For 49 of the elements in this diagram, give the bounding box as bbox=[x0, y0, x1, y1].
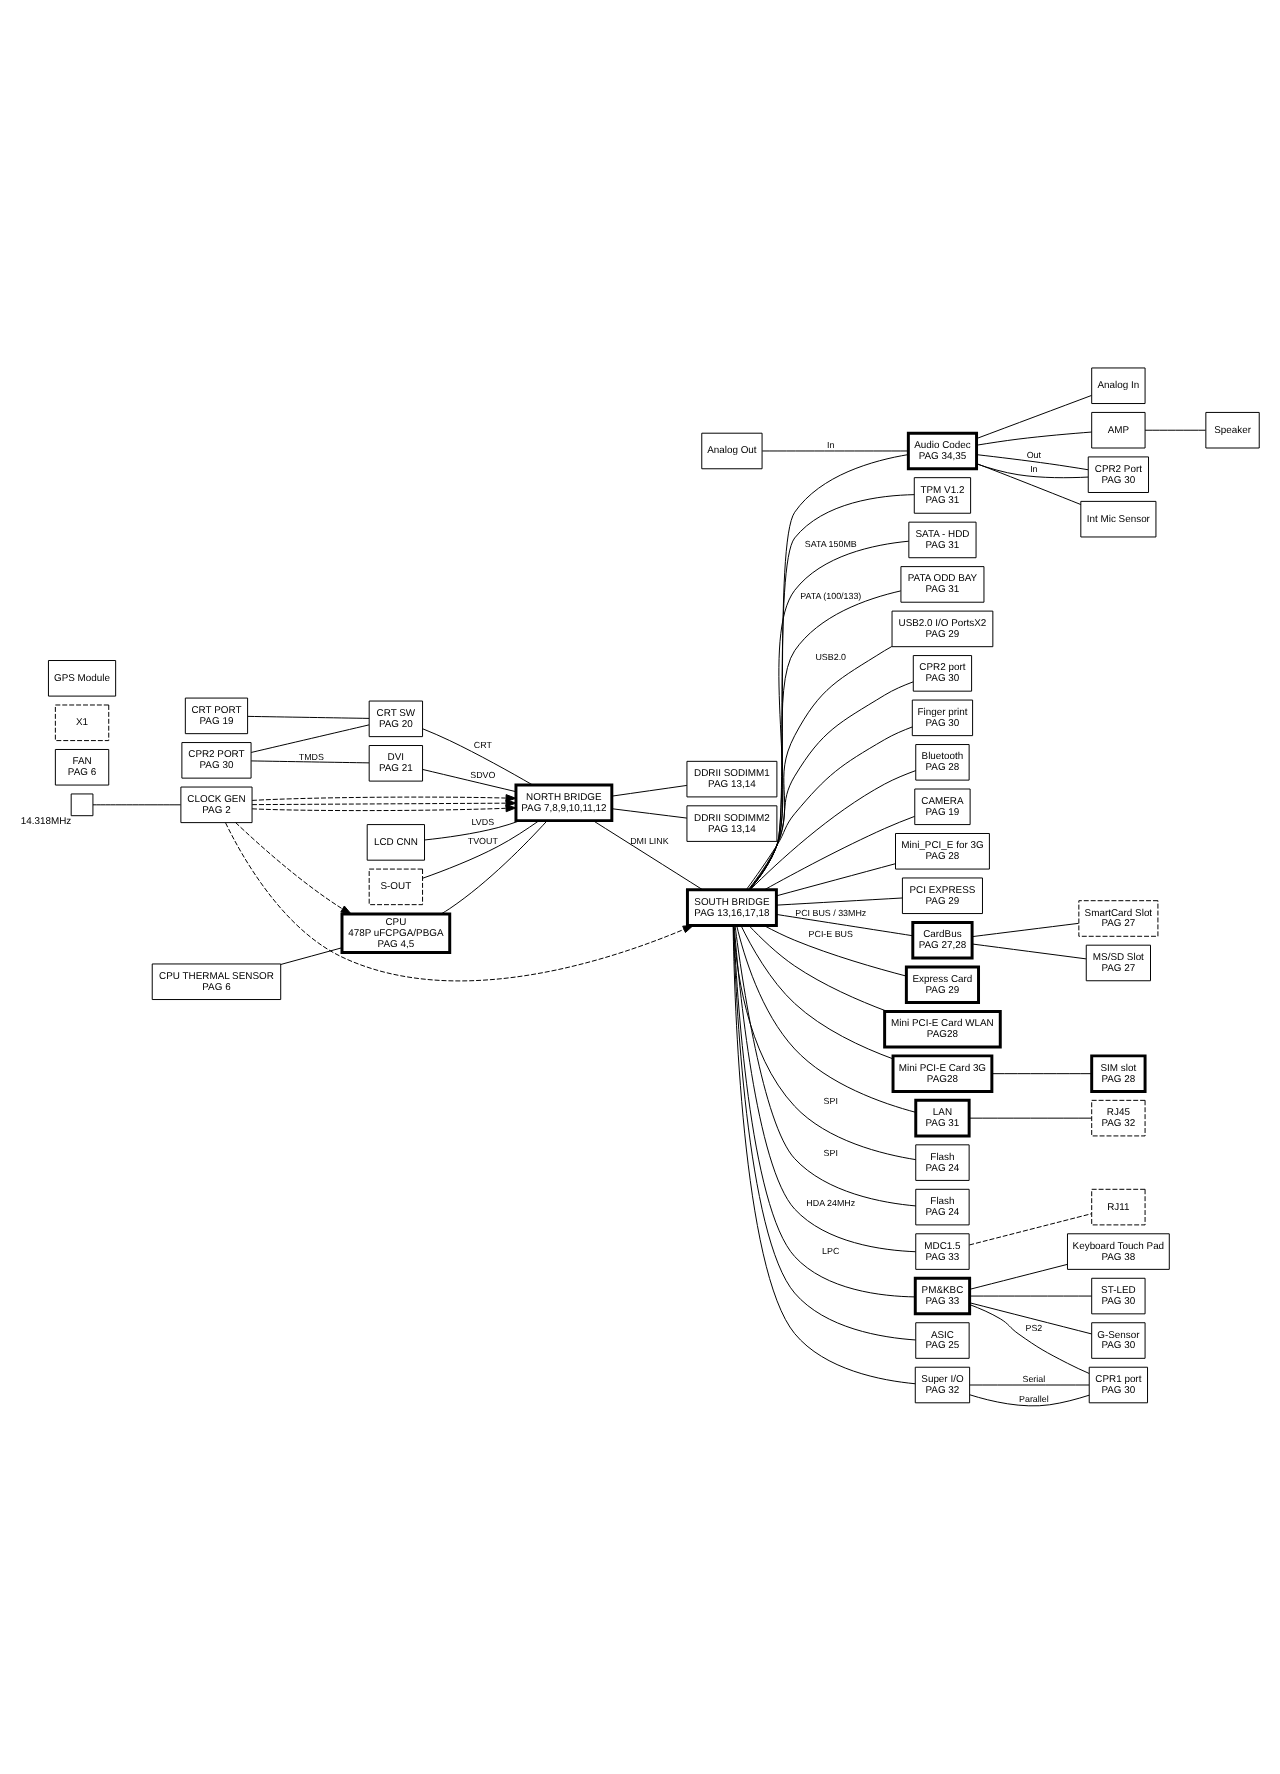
connector bbox=[776, 897, 903, 906]
arrow bbox=[251, 799, 517, 808]
connector bbox=[740, 924, 894, 1060]
arrow bbox=[235, 822, 352, 915]
connector bbox=[611, 808, 688, 819]
connector bbox=[976, 431, 1093, 446]
connector bbox=[250, 760, 370, 764]
connector bbox=[749, 770, 917, 890]
connector bbox=[250, 724, 370, 753]
connector bbox=[969, 1263, 1068, 1290]
connector bbox=[611, 784, 688, 797]
connector bbox=[976, 463, 1082, 505]
connector bbox=[424, 820, 521, 841]
connector bbox=[764, 815, 916, 891]
connector bbox=[976, 454, 1089, 471]
connector bbox=[969, 1304, 1090, 1374]
arrow bbox=[251, 804, 517, 813]
connector bbox=[976, 463, 1089, 479]
connector bbox=[969, 1117, 1092, 1119]
connector bbox=[422, 820, 540, 879]
connector bbox=[776, 913, 913, 937]
connector bbox=[969, 1394, 1090, 1407]
connector bbox=[592, 820, 703, 891]
connector bbox=[761, 450, 909, 452]
node-box bbox=[70, 793, 94, 817]
connector bbox=[976, 394, 1092, 440]
connector bbox=[776, 863, 896, 897]
connector bbox=[736, 925, 917, 1113]
connector bbox=[92, 804, 182, 806]
connector bbox=[247, 715, 370, 719]
connector bbox=[969, 1295, 1093, 1297]
connector bbox=[745, 726, 913, 891]
connector bbox=[971, 943, 1087, 960]
connector bbox=[971, 922, 1080, 938]
arrow bbox=[251, 794, 517, 803]
connector bbox=[763, 925, 907, 977]
connector bbox=[747, 681, 914, 891]
connector bbox=[440, 820, 548, 915]
connector bbox=[1144, 429, 1207, 431]
connector bbox=[969, 1302, 1093, 1335]
connector bbox=[991, 1073, 1092, 1075]
arrow bbox=[225, 822, 694, 982]
connector bbox=[969, 1384, 1090, 1386]
connector bbox=[422, 769, 517, 793]
connector bbox=[732, 925, 917, 1161]
connector bbox=[969, 1213, 1092, 1246]
connector bbox=[422, 728, 534, 786]
connector bbox=[280, 947, 343, 965]
connector bbox=[748, 925, 888, 1012]
